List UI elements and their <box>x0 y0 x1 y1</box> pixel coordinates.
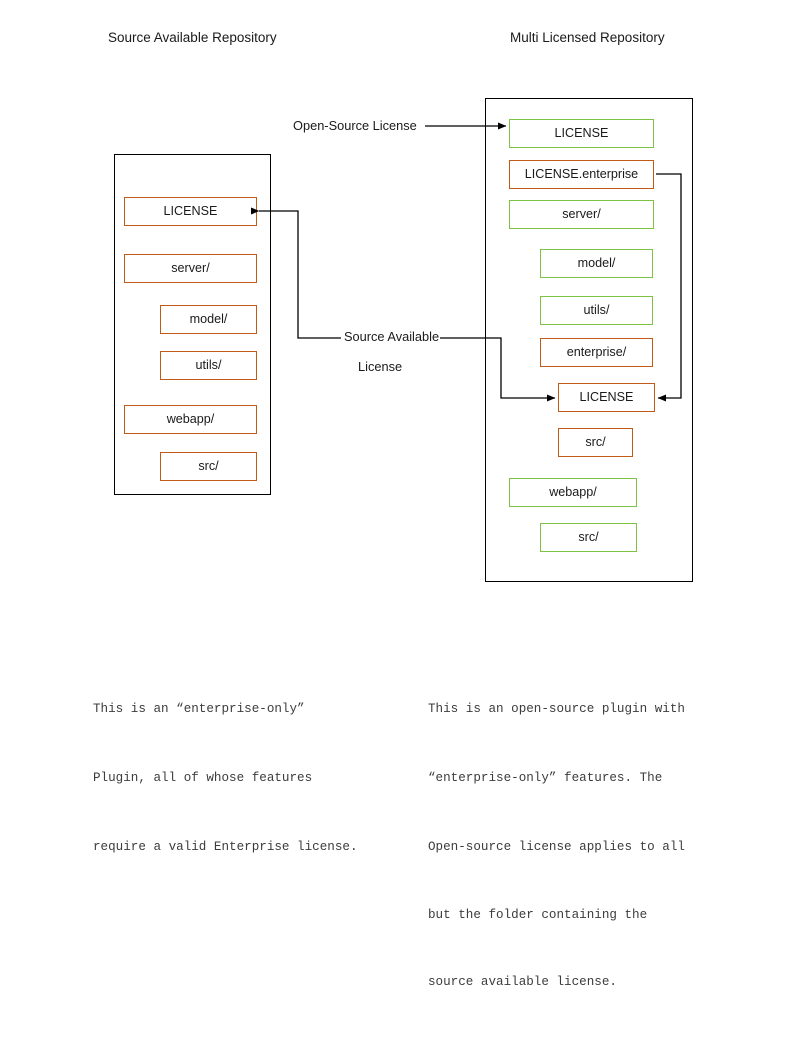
edge-label-source-available-line2: License <box>358 359 403 374</box>
right-node-server[interactable]: server/ <box>509 200 654 229</box>
caption-line: This is an “enterprise-only” <box>93 702 305 716</box>
caption-line: “enterprise-only” features. The <box>428 771 663 785</box>
node-label: model/ <box>189 312 228 327</box>
left-node-model[interactable]: model/ <box>160 305 257 334</box>
node-label: enterprise/ <box>566 345 627 360</box>
edge-label-open-source-license: Open-Source License <box>293 118 417 133</box>
node-label: LICENSE <box>554 126 609 141</box>
left-node-webapp[interactable]: webapp/ <box>124 405 257 434</box>
right-node-enterprise-license[interactable]: LICENSE <box>558 383 655 412</box>
left-node-utils[interactable]: utils/ <box>160 351 257 380</box>
diagram-canvas: Source Available Repository Multi Licens… <box>93 30 693 989</box>
left-caption: This is an “enterprise-only” Plugin, all… <box>93 652 393 905</box>
left-node-server[interactable]: server/ <box>124 254 257 283</box>
caption-line: source available license. <box>428 975 617 989</box>
node-label: server/ <box>562 207 601 222</box>
right-node-enterprise[interactable]: enterprise/ <box>540 338 653 367</box>
right-node-webapp-src[interactable]: src/ <box>540 523 637 552</box>
left-node-license[interactable]: LICENSE <box>124 197 257 226</box>
caption-line: Open-source license applies to all <box>428 840 685 854</box>
node-label: src/ <box>585 435 606 450</box>
caption-line: but the folder containing the <box>428 908 648 922</box>
connector-layer <box>250 122 682 402</box>
node-label: src/ <box>578 530 599 545</box>
edge-source-available-left <box>250 207 341 339</box>
right-caption: This is an open-source plugin with “ente… <box>428 652 728 1039</box>
caption-line: require a valid Enterprise license. <box>93 840 358 854</box>
right-node-utils[interactable]: utils/ <box>540 296 653 325</box>
edge-source-available-right <box>440 337 556 402</box>
node-label: webapp/ <box>549 485 597 500</box>
node-label: src/ <box>198 459 219 474</box>
node-label: LICENSE <box>579 390 634 405</box>
edge-license-enterprise-to-inner-license <box>656 173 682 402</box>
caption-line: Plugin, all of whose features <box>93 771 313 785</box>
edge-label-source-available-line1: Source Available <box>344 329 440 344</box>
node-label: utils/ <box>583 303 610 318</box>
node-label: webapp/ <box>166 412 215 427</box>
right-node-enterprise-src[interactable]: src/ <box>558 428 633 457</box>
node-label: utils/ <box>195 358 222 373</box>
node-label: server/ <box>171 261 210 276</box>
right-node-model[interactable]: model/ <box>540 249 653 278</box>
right-node-webapp[interactable]: webapp/ <box>509 478 637 507</box>
node-label: model/ <box>577 256 616 271</box>
right-node-license-enterprise[interactable]: LICENSE.enterprise <box>509 160 654 189</box>
caption-line: This is an open-source plugin with <box>428 702 685 716</box>
right-repo-title: Multi Licensed Repository <box>510 30 665 45</box>
left-repo-title: Source Available Repository <box>108 30 277 45</box>
right-node-license[interactable]: LICENSE <box>509 119 654 148</box>
left-node-src[interactable]: src/ <box>160 452 257 481</box>
node-label: LICENSE.enterprise <box>524 167 639 182</box>
node-label: LICENSE <box>163 204 218 219</box>
